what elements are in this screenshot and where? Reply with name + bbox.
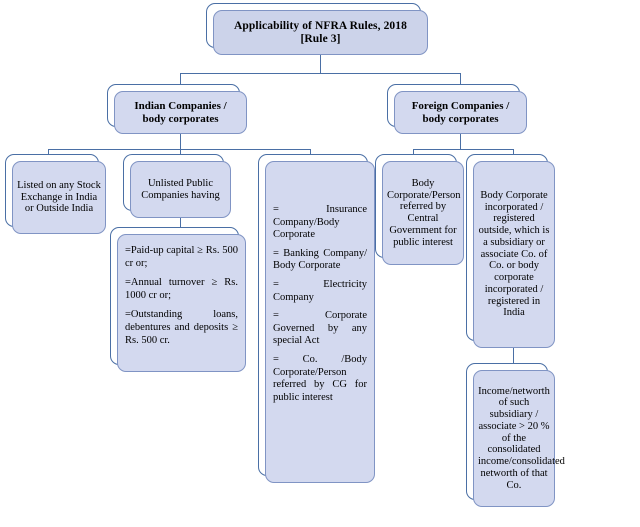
node-indian-line2: body corporates xyxy=(142,112,219,125)
node-listed-stock-exchange[interactable]: Listed on any Stock Exchange in India or… xyxy=(5,154,106,234)
node-specified-entities-text: = Insurance Company/Body Corporate = Ban… xyxy=(266,162,374,410)
connector-foreign-bar xyxy=(413,149,513,150)
node-title[interactable]: Applicability of NFRA Rules, 2018 [Rule … xyxy=(206,3,428,55)
node-indian-companies-face: Indian Companies / body corporates xyxy=(114,91,247,134)
node-income-networth-face: Income/networth of such subsidiary / ass… xyxy=(473,370,565,507)
connector-level1-bar xyxy=(180,73,461,74)
node-unlisted-criteria-face: =Paid-up capital ≥ Rs. 500 cr or; =Annua… xyxy=(117,234,246,372)
connector-to-foreign xyxy=(460,73,461,91)
node-foreign-subsidiary-text: Body Corporate incorporated / registered… xyxy=(478,189,550,319)
node-foreign-companies[interactable]: Foreign Companies / body corporates xyxy=(387,84,527,134)
node-unlisted-face: Unlisted Public Companies having xyxy=(130,161,231,218)
node-income-networth[interactable]: Income/networth of such subsidiary / ass… xyxy=(466,363,565,507)
connector-foreign-down xyxy=(460,134,461,149)
node-unlisted-public-companies[interactable]: Unlisted Public Companies having xyxy=(123,154,231,218)
specified-item-3: = Corporate Governed by any special Act xyxy=(273,310,367,347)
specified-item-0: = Insurance Company/Body Corporate xyxy=(273,204,367,241)
node-indian-line1: Indian Companies / xyxy=(134,100,227,113)
connector-title-down xyxy=(320,55,321,73)
criteria-item-1: =Annual turnover ≥ Rs. 1000 cr or; xyxy=(125,277,238,301)
node-unlisted-criteria[interactable]: =Paid-up capital ≥ Rs. 500 cr or; =Annua… xyxy=(110,227,246,372)
criteria-item-2: =Outstanding loans, debentures and depos… xyxy=(125,309,238,346)
node-foreign-companies-face: Foreign Companies / body corporates xyxy=(394,91,527,134)
node-foreign-subsidiary-face: Body Corporate incorporated / registered… xyxy=(473,161,555,348)
node-specified-entities-face: = Insurance Company/Body Corporate = Ban… xyxy=(265,161,375,483)
node-income-networth-text: Income/networth of such subsidiary / ass… xyxy=(478,385,565,491)
connector-subsidiary-to-income xyxy=(513,348,514,370)
specified-item-4: = Co. /Body Corporate/Person referred by… xyxy=(273,353,367,403)
node-title-line2: [Rule 3] xyxy=(300,32,341,45)
criteria-item-0: =Paid-up capital ≥ Rs. 500 cr or; xyxy=(125,245,238,269)
node-indian-companies-text: Indian Companies / body corporates xyxy=(115,100,246,125)
connector-unlisted-to-criteria xyxy=(180,218,181,234)
connector-indian-bar xyxy=(48,149,310,150)
node-title-line1: Applicability of NFRA Rules, 2018 xyxy=(234,19,407,32)
node-body-corporate-person-text: Body Corporate/Person referred by Centra… xyxy=(387,177,461,248)
node-foreign-companies-text: Foreign Companies / body corporates xyxy=(395,100,526,125)
node-unlisted-text: Unlisted Public Companies having xyxy=(141,177,220,201)
node-title-face: Applicability of NFRA Rules, 2018 [Rule … xyxy=(213,10,428,55)
node-foreign-line1: Foreign Companies / xyxy=(411,100,510,113)
node-body-corporate-person-face: Body Corporate/Person referred by Centra… xyxy=(382,161,464,265)
node-listed-text: Listed on any Stock Exchange in India or… xyxy=(17,179,101,215)
specified-item-2: = Electricity Company xyxy=(273,278,367,303)
connector-to-indian xyxy=(180,73,181,91)
connector-indian-down xyxy=(180,134,181,149)
node-indian-companies[interactable]: Indian Companies / body corporates xyxy=(107,84,247,134)
node-foreign-subsidiary[interactable]: Body Corporate incorporated / registered… xyxy=(466,154,555,348)
node-listed-face: Listed on any Stock Exchange in India or… xyxy=(12,161,106,234)
node-body-corporate-person[interactable]: Body Corporate/Person referred by Centra… xyxy=(375,154,464,265)
specified-item-1: = Banking Company/ Body Corporate xyxy=(273,247,367,272)
node-unlisted-criteria-text: =Paid-up capital ≥ Rs. 500 cr or; =Annua… xyxy=(118,235,245,354)
node-specified-entities[interactable]: = Insurance Company/Body Corporate = Ban… xyxy=(258,154,375,483)
node-foreign-line2: body corporates xyxy=(422,112,499,125)
node-title-text: Applicability of NFRA Rules, 2018 [Rule … xyxy=(214,20,427,46)
